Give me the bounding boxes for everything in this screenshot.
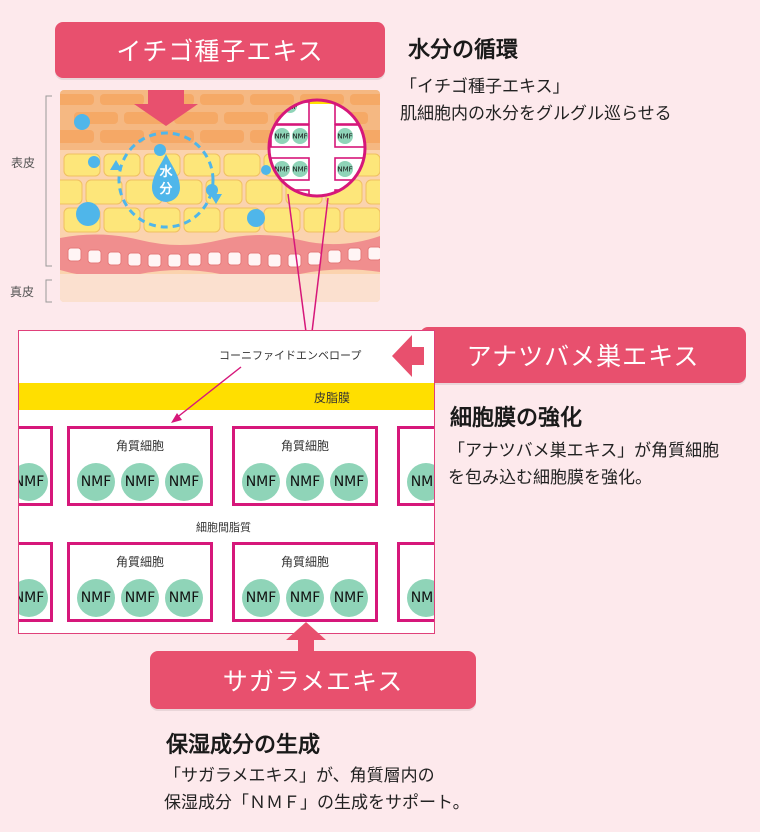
epidermis-label: 表皮 <box>11 156 36 170</box>
nmf-molecule: NMF <box>77 579 115 617</box>
nmf-molecule: NMF <box>330 463 368 501</box>
moisture-line-1: 「サガラメエキス」が、角質層内の <box>164 766 435 786</box>
stratum-corneum-panel: コーニファイドエンベロープ 皮脂膜 NMF 角質細胞 NMF NMF NMF 角… <box>18 330 435 634</box>
membrane-line-1: 「アナツバメ巣エキス」が角質細胞 <box>448 441 720 461</box>
mag-nmf-2: NMF <box>292 133 307 141</box>
membrane-title: 細胞膜の強化 <box>450 406 583 431</box>
mag-nmf-5: NMF <box>292 166 307 174</box>
water-cycle-title: 水分の循環 <box>408 38 519 63</box>
corneocyte: NMF <box>19 542 53 622</box>
nmf-molecule: NMF <box>165 579 203 617</box>
nmf-molecule: NMF <box>330 579 368 617</box>
water-cycle-line-1: 「イチゴ種子エキス」 <box>400 77 570 97</box>
envelope-pointer-arrow <box>171 366 242 423</box>
magnifier-icon: NMF NMF NMF NMF NMF NMF NMF <box>267 98 367 333</box>
corneocyte: 角質細胞 NMF NMF NMF <box>232 426 378 506</box>
nmf-molecule: NMF <box>19 579 48 617</box>
mag-nmf-1: NMF <box>274 133 289 141</box>
water-cycle-line-2: 肌細胞内の水分をグルグル巡らせる <box>400 104 672 124</box>
water-label-1: 水 <box>159 164 173 180</box>
membrane-line-2: を包み込む細胞膜を強化。 <box>448 468 652 488</box>
nmf-molecule: NMF <box>19 463 48 501</box>
nmf-molecule: NMF <box>407 579 434 617</box>
corneocyte: NMF <box>19 426 53 506</box>
swallow-nest-extract-label: アナツバメ巣エキス <box>420 327 746 383</box>
corneocyte-label: 角質細胞 <box>280 555 329 569</box>
envelope-label: コーニファイドエンベロープ <box>219 349 362 362</box>
corneocyte-label: 角質細胞 <box>115 555 164 569</box>
epidermis-bracket <box>45 95 52 303</box>
nmf-molecule: NMF <box>121 463 159 501</box>
corneocyte: NMF <box>397 426 434 506</box>
sebum-film: 皮脂膜 <box>19 383 434 410</box>
arrow-left-icon <box>392 335 424 377</box>
arrow-up-icon <box>286 622 326 654</box>
corneocyte: 角質細胞 NMF NMF NMF <box>67 426 213 506</box>
nmf-molecule: NMF <box>77 463 115 501</box>
corneocyte-label: 角質細胞 <box>280 439 329 453</box>
mag-nmf-3: NMF <box>337 133 352 141</box>
nmf-molecule: NMF <box>286 579 324 617</box>
corneocyte: 角質細胞 NMF NMF NMF <box>232 542 378 622</box>
water-label-2: 分 <box>159 181 172 197</box>
sagarame-extract-label: サガラメエキス <box>150 651 476 709</box>
nmf-molecule: NMF <box>242 579 280 617</box>
nmf-molecule: NMF <box>121 579 159 617</box>
sebum-label: 皮脂膜 <box>314 391 351 405</box>
nmf-molecule: NMF <box>242 463 280 501</box>
dermis-label: 真皮 <box>10 285 35 299</box>
mag-nmf-6: NMF <box>337 166 352 174</box>
corneocyte-label: 角質細胞 <box>115 439 164 453</box>
nmf-molecule: NMF <box>165 463 203 501</box>
corneocyte: 角質細胞 NMF NMF NMF <box>67 542 213 622</box>
moisture-line-2: 保湿成分「ＮＭＦ」の生成をサポート。 <box>164 793 470 813</box>
nmf-molecule: NMF <box>286 463 324 501</box>
corneocyte: NMF <box>397 542 434 622</box>
strawberry-extract-label: イチゴ種子エキス <box>55 22 385 78</box>
nmf-molecule: NMF <box>407 463 434 501</box>
moisture-title: 保湿成分の生成 <box>166 733 321 758</box>
water-icon: 水 分 <box>159 164 173 197</box>
intercellular-lipid-label: 細胞間脂質 <box>196 521 251 534</box>
mag-nmf-4: NMF <box>274 166 289 174</box>
